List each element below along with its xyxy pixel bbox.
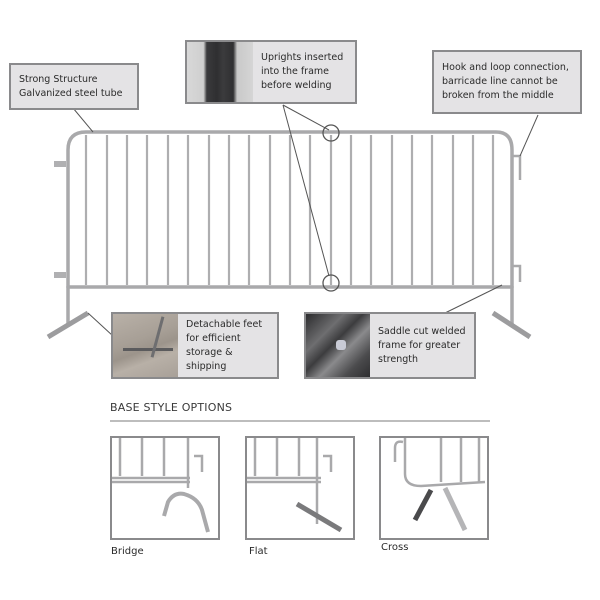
base-option-bridge [110, 436, 220, 540]
detail-circle-top [322, 124, 340, 142]
left-loop-top [54, 161, 66, 167]
uprights-photo [187, 42, 253, 102]
bridge-base-icon [112, 438, 210, 533]
left-foot [46, 310, 90, 340]
base-option-cross-label: Cross [381, 542, 409, 553]
callout-hook-loop: Hook and loop connection, barricade line… [432, 50, 582, 114]
callout-strong-structure: Strong Structure Galvanized steel tube [9, 63, 139, 110]
callout-text: Hook and loop connection, barricade line… [442, 62, 569, 101]
saddle-photo [306, 314, 370, 377]
callout-detachable-feet: Detachable feet for efficient storage & … [111, 312, 279, 379]
callout-text: Saddle cut welded frame for greater stre… [378, 325, 466, 365]
feet-photo [113, 314, 178, 377]
base-style-title: BASE STYLE OPTIONS [110, 401, 233, 414]
right-hook-bottom [512, 264, 522, 282]
right-foot [491, 310, 532, 340]
cross-base-icon [393, 438, 486, 532]
base-option-bridge-label: Bridge [111, 546, 144, 557]
left-loop-bottom [54, 272, 66, 278]
callout-uprights: Uprights inserted into the frame before … [185, 40, 357, 104]
detail-circle-bottom [322, 274, 340, 292]
callout-saddle-cut: Saddle cut welded frame for greater stre… [304, 312, 476, 379]
callout-text: Strong Structure Galvanized steel tube [19, 73, 123, 99]
flat-base-icon [247, 438, 343, 533]
frame-top-rail [66, 130, 514, 327]
base-option-cross [379, 436, 489, 540]
base-option-flat-label: Flat [249, 546, 268, 557]
callout-text: Uprights inserted into the frame before … [261, 52, 344, 91]
divider [110, 420, 490, 422]
base-option-flat [245, 436, 355, 540]
callout-text: Detachable feet for efficient storage & … [186, 318, 263, 372]
